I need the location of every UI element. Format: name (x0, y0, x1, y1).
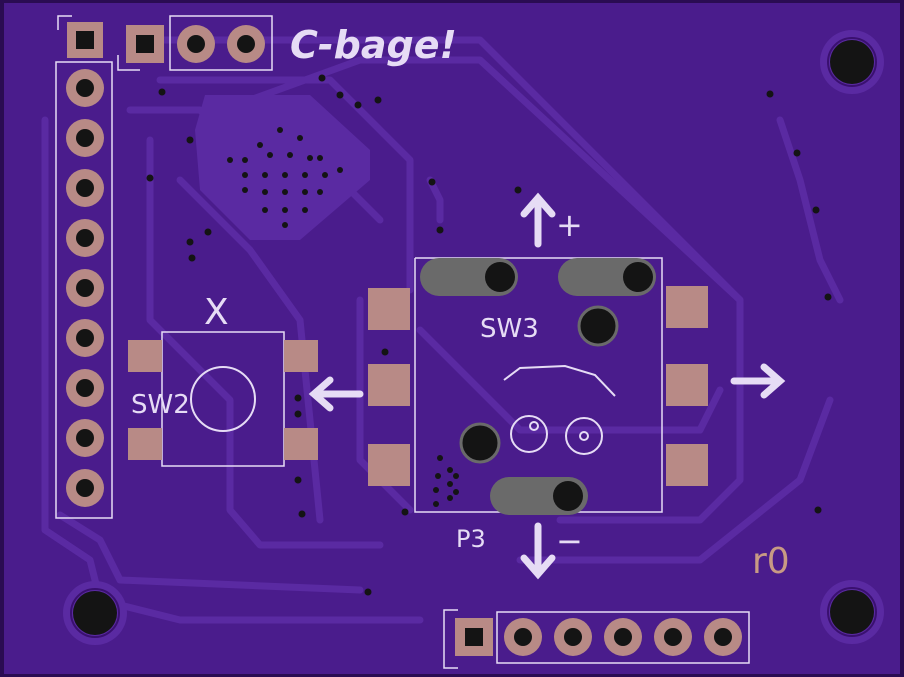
left-header-pin (66, 69, 104, 107)
copper-pour (195, 95, 370, 240)
header-left-column (55, 61, 113, 519)
left-header-pin (66, 169, 104, 207)
bottom-header-pin (554, 618, 592, 656)
arrow-up-label: + (556, 206, 583, 244)
p3-designator: P3 (456, 525, 486, 553)
soldermask (4, 3, 900, 674)
left-header-pin (66, 319, 104, 357)
vias (146, 74, 832, 644)
header-top-left (57, 15, 273, 71)
left-header-pin (66, 119, 104, 157)
sw2-designator: SW2 (131, 390, 190, 420)
arrow-right-icon (730, 363, 786, 399)
arrow-up-icon (520, 192, 556, 248)
sw3-designator: SW3 (480, 314, 539, 344)
arrow-down-label: − (556, 522, 583, 560)
switch-sw2 (128, 331, 318, 467)
left-header-pin (66, 419, 104, 457)
arrow-left-icon (308, 376, 364, 412)
bottom-header-pin (654, 618, 692, 656)
mounting-holes (63, 30, 884, 645)
left-header-pin (66, 369, 104, 407)
left-header-pin (66, 219, 104, 257)
left-header-pin (66, 469, 104, 507)
arrow-down-icon (520, 522, 556, 580)
header-bottom (443, 609, 750, 669)
sw2-action-label: X (204, 292, 229, 333)
copper-traces (41, 36, 844, 624)
bottom-header-pin (704, 618, 742, 656)
board-title: C-bage! (290, 23, 457, 67)
left-header-pin (66, 269, 104, 307)
switch-sw3 (368, 257, 708, 515)
bottom-header-pin (604, 618, 642, 656)
revision-label: r0 (752, 541, 790, 582)
bottom-header-pin (504, 618, 542, 656)
